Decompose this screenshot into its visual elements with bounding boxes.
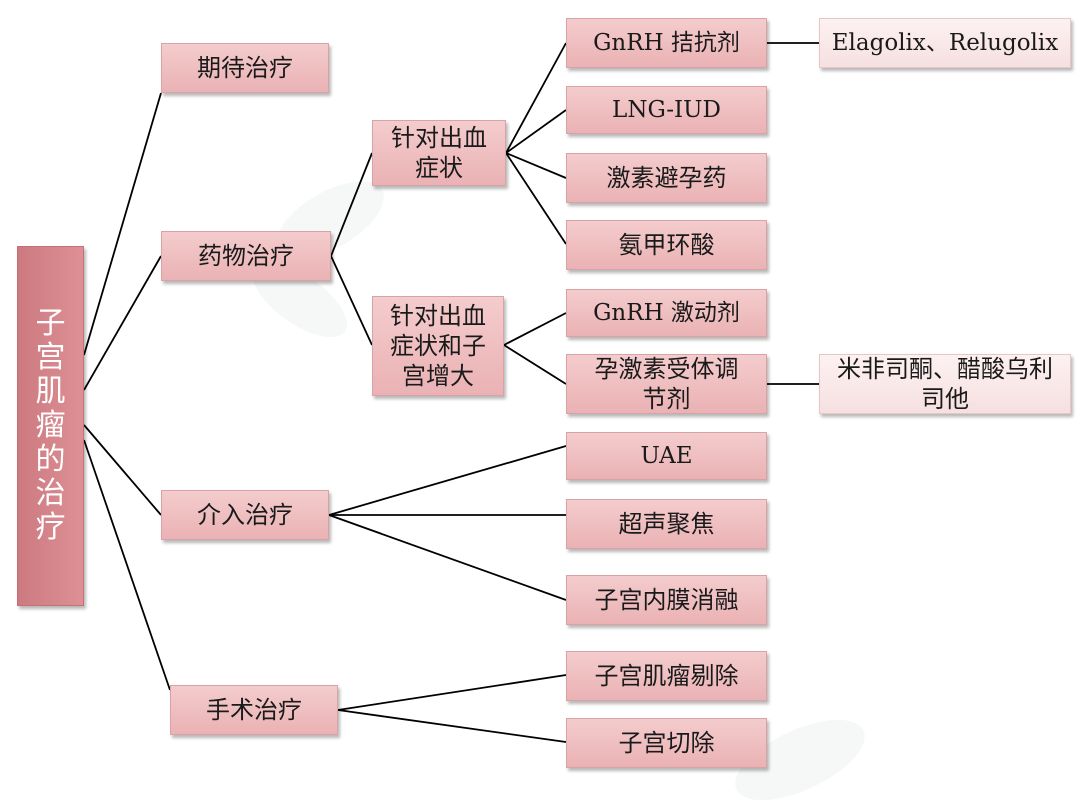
root-label: 子宫肌瘤的治疗: [35, 306, 66, 545]
connector-bleeding-lng-iud: [505, 109, 567, 154]
node-contraceptive: 激素避孕药: [566, 153, 767, 203]
node-expectant: 期待治疗: [161, 43, 329, 93]
node-bleeding: 针对出血症状: [372, 120, 506, 186]
connector-interventional-uae: [328, 445, 567, 516]
connector-root-interventional: [83, 424, 162, 516]
node-hysterectomy: 子宫切除: [566, 718, 767, 768]
connector-medical-bleeding: [330, 152, 373, 257]
node-gnrh-antagonist: GnRH 拮抗剂: [566, 18, 767, 68]
node-sprm: 孕激素受体调节剂: [566, 354, 767, 414]
connector-root-expectant: [83, 92, 162, 356]
connector-interventional-ablation: [328, 514, 567, 601]
node-tranexamic: 氨甲环酸: [566, 220, 767, 270]
node-mifepristone: 米非司酮、醋酸乌利司他: [819, 354, 1071, 414]
node-interventional: 介入治疗: [161, 490, 329, 540]
connector-enlarged-sprm: [503, 344, 567, 385]
node-surgical: 手术治疗: [170, 685, 338, 735]
connector-bleeding-contraceptive: [505, 152, 567, 179]
connector-bleeding-tranexamic: [505, 152, 567, 245]
node-gnrh-agonist: GnRH 激动剂: [566, 289, 767, 337]
connector-root-medical: [83, 255, 162, 391]
connector-medical-bleeding-enlarged: [330, 255, 373, 346]
connector-bleeding-gnrh-antagonist: [505, 42, 567, 154]
connector-enlarged-gnrh-agonist: [503, 312, 567, 346]
node-myomectomy: 子宫肌瘤剔除: [566, 651, 767, 701]
connector-surgical-hysterectomy: [337, 709, 567, 743]
node-ablation: 子宫内膜消融: [566, 575, 767, 625]
node-medical: 药物治疗: [161, 231, 331, 281]
node-elagolix: Elagolix、Relugolix: [819, 18, 1071, 68]
node-hifu: 超声聚焦: [566, 499, 767, 549]
node-bleeding-enlarged: 针对出血症状和子宫增大: [372, 296, 504, 396]
root-node: 子宫肌瘤的治疗: [17, 246, 84, 606]
node-uae: UAE: [566, 432, 767, 480]
node-lng-iud: LNG-IUD: [566, 86, 767, 134]
connector-root-surgical: [83, 439, 171, 691]
connector-surgical-myomectomy: [337, 674, 567, 711]
